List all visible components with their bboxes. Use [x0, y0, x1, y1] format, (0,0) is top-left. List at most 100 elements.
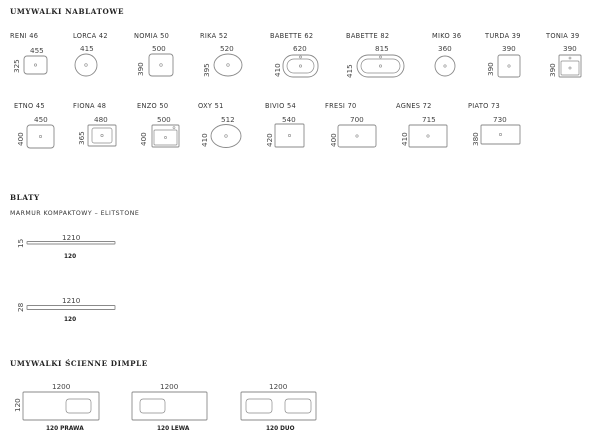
- basin-bivio-54: BIVIO 54 540 420: [265, 102, 305, 148]
- basin-name: PIATO 73: [468, 102, 500, 110]
- basin-height: 380: [471, 132, 480, 146]
- basin-width: 390: [563, 44, 577, 53]
- basin-width: 415: [80, 44, 94, 53]
- basin-width: 520: [220, 44, 234, 53]
- basin-name: NOMIA 50: [134, 32, 169, 40]
- dimple-label: 120 DUO: [266, 426, 295, 432]
- dimple-bowl: [139, 398, 166, 414]
- basin-name: MIKO 36: [432, 32, 461, 40]
- basin-height: 415: [345, 64, 354, 78]
- basin-width: 360: [438, 44, 452, 53]
- basin-width: 480: [94, 115, 108, 124]
- section-title-countertop-basins: UMYWALKI NABLATOWE: [10, 7, 124, 16]
- tap-hole-icon: [568, 56, 572, 60]
- basin-babette-82: BABETTE 82 815 415: [345, 32, 405, 78]
- tap-hole-icon: [379, 55, 382, 59]
- top-thickness: 28: [16, 302, 25, 312]
- basin-outline: [151, 124, 180, 148]
- basin-oxy-51: OXY 51 512 410: [198, 102, 242, 148]
- drain-icon: [298, 64, 302, 68]
- basin-inner-outline: [286, 58, 315, 74]
- basin-name: TONIA 39: [545, 32, 580, 40]
- drain-icon: [100, 134, 104, 138]
- basin-width: 500: [157, 115, 171, 124]
- basin-name: TURDA 39: [484, 32, 521, 40]
- dimple-length: 1200: [52, 382, 71, 391]
- dimple-outline: [131, 391, 208, 421]
- basin-width: 455: [30, 46, 44, 55]
- basin-width: 815: [375, 44, 389, 53]
- top-label: 120: [64, 254, 76, 260]
- basin-name: RENI 46: [10, 32, 38, 40]
- basin-name: ENZO 50: [137, 102, 168, 110]
- dimple-outline: [240, 391, 317, 421]
- dimple-length: 1200: [269, 382, 288, 391]
- drain-icon: [443, 64, 447, 68]
- basin-height: 410: [200, 133, 209, 147]
- top-length: 1210: [62, 296, 81, 305]
- dimple-bowl: [65, 398, 92, 414]
- basin-name: FRESI 70: [325, 102, 357, 110]
- tap-hole-icon: [172, 126, 176, 129]
- drain-icon: [84, 63, 88, 67]
- basin-height: 390: [548, 63, 557, 77]
- dimple-label: 120 LEWA: [157, 426, 190, 432]
- top-28: 1210 28 120: [16, 296, 116, 323]
- basin-name: BABETTE 62: [270, 32, 313, 40]
- drain-icon: [378, 64, 382, 68]
- basin-width: 390: [502, 44, 516, 53]
- basin-outline: [558, 54, 582, 78]
- basin-miko-36: MIKO 36 360: [432, 32, 461, 77]
- basin-height: 400: [139, 132, 148, 146]
- top-thickness: 15: [16, 239, 25, 248]
- drain-icon: [224, 134, 228, 138]
- basin-width: 500: [152, 44, 166, 53]
- basin-name: BIVIO 54: [265, 102, 296, 110]
- drain-icon: [426, 134, 430, 138]
- basin-babette-62: BABETTE 62 620 410: [270, 32, 319, 78]
- basin-name: RIKA 52: [200, 32, 228, 40]
- drain-icon: [159, 63, 163, 67]
- dimple-bowl-right: [284, 398, 312, 414]
- basin-height: 390: [486, 62, 495, 76]
- dimple-bowl-left: [245, 398, 273, 414]
- basin-width: 700: [350, 115, 364, 124]
- basin-piato-73: PIATO 73 730 380: [468, 102, 521, 146]
- section-subtitle-tops: MARMUR KOMPAKTOWY – ELITSTONE: [10, 210, 139, 217]
- basin-rika-52: RIKA 52 520 395: [200, 32, 243, 77]
- dimple-label: 120 PRAWA: [46, 426, 84, 432]
- basin-height: 420: [265, 133, 274, 147]
- section-title-wall-basins: UMYWALKI ŚCIENNE DIMPLE: [10, 359, 148, 368]
- basin-fresi-70: FRESI 70 700 400: [325, 102, 377, 148]
- dimple-120-duo: 1200 120 DUO: [240, 382, 317, 432]
- basin-tonia-39: TONIA 39 390 390: [545, 32, 582, 78]
- dimple-120-lewa: 1200 120 LEWA: [131, 382, 208, 432]
- basin-name: BABETTE 82: [346, 32, 389, 40]
- dimple-120-prawa: 1200 120 PRAWA: [22, 382, 100, 432]
- basin-name: FIONA 48: [73, 102, 106, 110]
- basin-height: 410: [400, 132, 409, 146]
- top-outline: [26, 305, 116, 310]
- basin-width: 512: [221, 115, 235, 124]
- drain-icon: [287, 134, 291, 138]
- drain-icon: [498, 133, 502, 137]
- drain-icon: [33, 63, 37, 67]
- basin-turda-39: TURDA 39 390 390: [484, 32, 521, 78]
- basin-enzo-50: ENZO 50 500 400: [137, 102, 180, 148]
- basin-width: 715: [422, 115, 436, 124]
- basin-height: 395: [202, 63, 211, 77]
- top-length: 1210: [62, 233, 81, 242]
- drain-icon: [38, 135, 42, 139]
- drain-icon: [355, 134, 359, 138]
- basin-name: AGNES 72: [396, 102, 432, 110]
- basin-inner-outline: [153, 129, 178, 146]
- basin-inner-outline: [560, 60, 580, 76]
- dimple-outline: [22, 391, 100, 421]
- basin-inner-outline: [360, 58, 401, 74]
- top-15: 1210 15 120: [16, 233, 116, 260]
- basin-name: ETNO 45: [14, 102, 45, 110]
- drain-icon: [164, 136, 167, 139]
- basin-width: 540: [282, 115, 296, 124]
- basin-height: 400: [16, 132, 25, 146]
